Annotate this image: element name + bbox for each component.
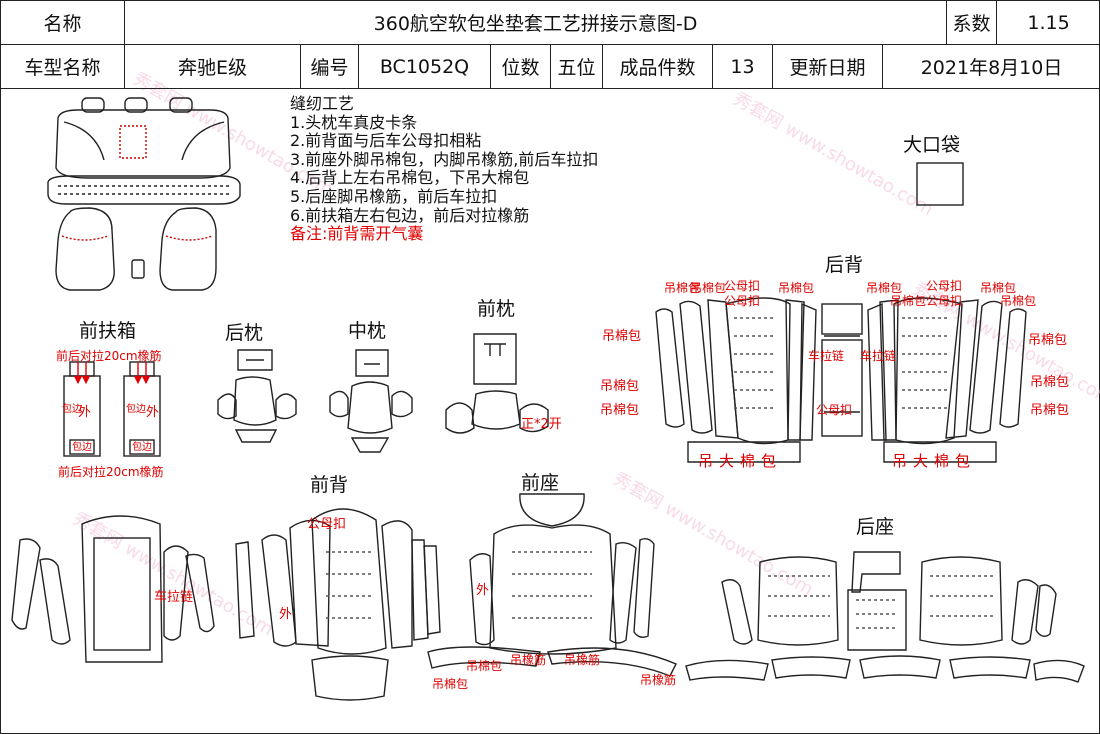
front-headrest-pieces <box>445 333 549 434</box>
pieces-value: 13 <box>712 44 773 89</box>
rb-left-note: 吊棉包 <box>600 379 639 394</box>
rb-top-note: 吊棉包 <box>778 281 814 295</box>
front-back-pieces <box>11 508 441 701</box>
rb-top-note: 吊棉包 <box>890 294 926 308</box>
fs-bottom-note: 吊橡筋 <box>510 652 546 667</box>
note-line: 6.前扶箱左右包边，前后对拉橡筋 <box>290 205 530 225</box>
notes-remark: 备注:前背需开气囊 <box>290 224 424 244</box>
fb-out-note: 外 <box>279 607 292 622</box>
note-line: 5.后座脚吊橡筋，前后车拉扣 <box>290 186 498 206</box>
rb-bottom-note: 吊大棉包 <box>698 452 782 470</box>
label-front-back: 前背 <box>310 474 349 496</box>
date-label: 更新日期 <box>772 44 883 89</box>
label-armrest: 前扶箱 <box>79 320 137 342</box>
sewing-notes: 缝纫工艺 1.头枕车真皮卡条 2.前背面与后车公母扣相粘 3.前座外脚吊棉包，内… <box>290 94 599 244</box>
rear-seat-pieces <box>685 551 1085 683</box>
rb-top-note: 吊棉包 <box>690 281 726 295</box>
rb-right-note: 吊棉包 <box>1030 375 1069 390</box>
fs-bottom-note: 吊橡筋 <box>640 672 676 687</box>
armrest-edge-note: 包边 <box>126 402 146 415</box>
seat-overview-illustration <box>47 97 241 291</box>
fs-bottom-note: 吊橡筋 <box>564 652 600 667</box>
bag-piece <box>916 162 964 206</box>
rb-zipper-note: 车拉链 <box>860 348 896 363</box>
rb-bottom-note: 吊大棉包 <box>892 452 976 470</box>
rb-top-note: 吊棉包 <box>1000 294 1036 308</box>
notes-title: 缝纫工艺 <box>290 94 355 113</box>
fs-bottom-note: 吊棉包 <box>432 677 468 691</box>
fb-top-note: 公母扣 <box>307 517 346 532</box>
rb-top-note: 吊棉包 <box>664 281 700 295</box>
rb-zipper-note: 车拉链 <box>808 348 844 363</box>
label-rear-seat: 后座 <box>856 516 895 538</box>
middle-headrest-pieces <box>329 349 413 453</box>
armrest-out-note: 外 <box>78 405 91 420</box>
note-line: 1.头枕车真皮卡条 <box>290 112 418 132</box>
armrest-edge-note: 包边 <box>132 440 152 453</box>
label-bag: 大口袋 <box>903 134 961 156</box>
rb-top-note: 公母扣 <box>926 294 962 308</box>
header-table: 名称 360航空软包坐垫套工艺拼接示意图-D 系数 1.15 车型名称 奔驰E级… <box>0 0 1100 89</box>
armrest-out-note: 外 <box>146 405 159 420</box>
fb-zipper-note: 车拉链 <box>154 589 193 605</box>
armrest-edge-note: 包边 <box>72 440 92 453</box>
label-front-headrest: 前枕 <box>477 298 516 320</box>
armrest-pieces <box>63 361 161 457</box>
note-line: 4.后背上左右吊棉包，下吊大棉包 <box>290 168 530 188</box>
armrest-note-top: 前后对拉20cm橡筋 <box>56 348 162 363</box>
label-front-seat: 前座 <box>521 472 560 494</box>
front-headrest-note: 正*2开 <box>521 417 562 432</box>
rb-center-note: 公母扣 <box>816 403 852 417</box>
armrest-note-bottom: 前后对拉20cm橡筋 <box>58 464 164 479</box>
rb-top-note: 公母扣 <box>926 279 962 293</box>
armrest-edge-note: 包边 <box>62 402 82 415</box>
model-label: 车型名称 <box>0 44 125 89</box>
fs-bottom-note: 吊棉包 <box>466 659 502 673</box>
front-seat-pieces <box>427 493 677 677</box>
pieces-label: 成品件数 <box>602 44 713 89</box>
label-middle-headrest: 中枕 <box>348 320 387 342</box>
rb-top-note: 吊棉包 <box>866 281 902 295</box>
rb-left-note: 吊棉包 <box>600 403 639 418</box>
fs-out-note: 外 <box>476 583 489 598</box>
note-line: 3.前座外脚吊棉包，内脚吊橡筋,前后车拉扣 <box>290 149 599 169</box>
rb-right-note: 吊棉包 <box>1028 333 1067 348</box>
rb-top-note: 公母扣 <box>724 294 760 308</box>
rb-right-note: 吊棉包 <box>1030 403 1069 418</box>
model-value: 奔驰E级 <box>124 44 301 89</box>
seats-value: 五位 <box>550 44 603 89</box>
rb-top-note: 公母扣 <box>724 279 760 293</box>
rb-left-note: 吊棉包 <box>602 329 641 344</box>
rear-headrest-pieces <box>217 349 297 443</box>
page-title: 360航空软包坐垫套工艺拼接示意图-D <box>123 0 948 45</box>
note-line: 2.前背面与后车公母扣相粘 <box>290 131 482 151</box>
seats-label: 位数 <box>490 44 551 89</box>
label-rear-headrest: 后枕 <box>225 322 264 344</box>
label-rear-back: 后背 <box>825 254 864 276</box>
date-value: 2021年8月10日 <box>881 44 1100 89</box>
rb-top-note: 吊棉包 <box>980 281 1016 295</box>
code-value: BC1052Q <box>358 44 491 89</box>
rear-back-pieces <box>655 297 1027 463</box>
